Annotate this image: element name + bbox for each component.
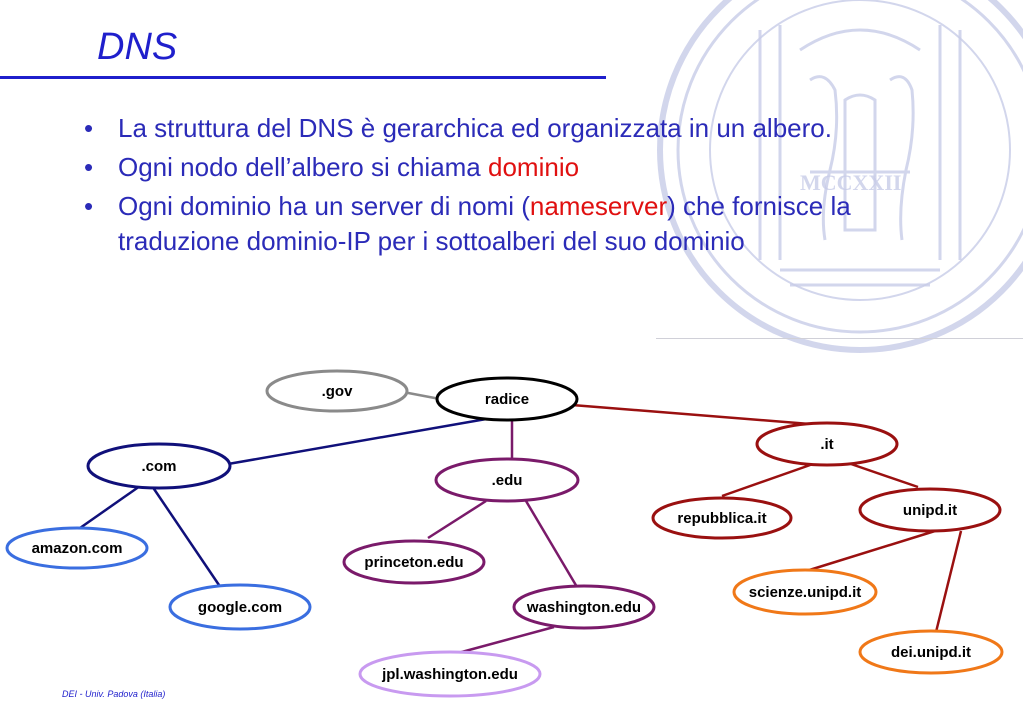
node-edu: .edu (434, 457, 580, 503)
edge-com-amazon (79, 484, 141, 530)
bullet-marker: • (84, 113, 94, 143)
highlight-nameserver: nameserver (529, 191, 668, 221)
node-dei-label: dei.unipd.it (891, 644, 971, 661)
bullet-text: Ogni dominio ha un server di nomi ( (118, 191, 530, 221)
edge-it-unipd (850, 462, 919, 489)
title-underline (0, 76, 606, 79)
node-unipd-label: unipd.it (903, 502, 957, 519)
divider-line (656, 338, 1023, 339)
node-it-label: .it (820, 436, 833, 453)
edge-com-google (150, 485, 223, 589)
bullet-item-3: • Ogni dominio ha un server di nomi (nam… (84, 189, 934, 259)
node-washington-label: washington.edu (526, 599, 641, 616)
node-dei: dei.unipd.it (858, 629, 1004, 675)
node-it: .it (755, 421, 899, 467)
bullet-item-1: • La struttura del DNS è gerarchica ed o… (84, 111, 934, 146)
edge-unipd-dei (934, 530, 963, 633)
edge-washington-jpl (457, 625, 555, 655)
node-amazon-label: amazon.com (32, 540, 123, 557)
node-princeton-label: princeton.edu (364, 554, 463, 571)
node-jpl: jpl.washington.edu (358, 650, 542, 698)
slide-title: DNS (97, 26, 178, 68)
edge-edu-princeton (427, 499, 487, 540)
node-unipd: unipd.it (858, 487, 1002, 533)
node-scienze: scienze.unipd.it (732, 568, 878, 616)
node-gov-label: .gov (322, 383, 353, 400)
bullet-text: La struttura del DNS è gerarchica ed org… (118, 113, 832, 143)
node-root: radice (435, 376, 579, 422)
node-root-label: radice (485, 391, 529, 408)
bullet-item-2: • Ogni nodo dell’albero si chiama domini… (84, 150, 934, 185)
edge-unipd-scienze (802, 529, 936, 574)
svg-text:MCCXXII: MCCXXII (800, 170, 901, 195)
bullet-marker: • (84, 191, 94, 221)
node-com: .com (86, 442, 232, 490)
edge-root-com (227, 416, 493, 466)
node-scienze-label: scienze.unipd.it (749, 584, 862, 601)
node-edu-label: .edu (492, 472, 523, 489)
bullet-text-continued: ) che fornisce la traduzione dominio-IP … (118, 191, 851, 256)
edge-it-repubblica (721, 462, 814, 498)
node-com-label: .com (141, 458, 176, 475)
node-amazon: amazon.com (5, 526, 149, 570)
bullet-marker: • (84, 152, 94, 182)
node-washington: washington.edu (512, 584, 656, 630)
university-seal-watermark-icon: MCCXXII (657, 0, 1023, 353)
bullet-text: Ogni nodo dell’albero si chiama (118, 152, 488, 182)
node-jpl-label: jpl.washington.edu (381, 666, 518, 683)
edge-gov-root (402, 390, 441, 401)
node-repubblica: repubblica.it (651, 496, 793, 540)
node-repubblica-label: repubblica.it (677, 510, 766, 527)
bullet-list: • La struttura del DNS è gerarchica ed o… (84, 111, 934, 263)
node-princeton: princeton.edu (342, 539, 486, 585)
edge-edu-washington (524, 500, 579, 588)
node-google: google.com (168, 583, 312, 631)
edge-root-it (571, 403, 811, 426)
node-gov: .gov (265, 369, 409, 413)
highlight-dominio: dominio (488, 152, 580, 182)
footer-text: DEI - Univ. Padova (Italia) (62, 689, 166, 699)
node-google-label: google.com (198, 599, 282, 616)
